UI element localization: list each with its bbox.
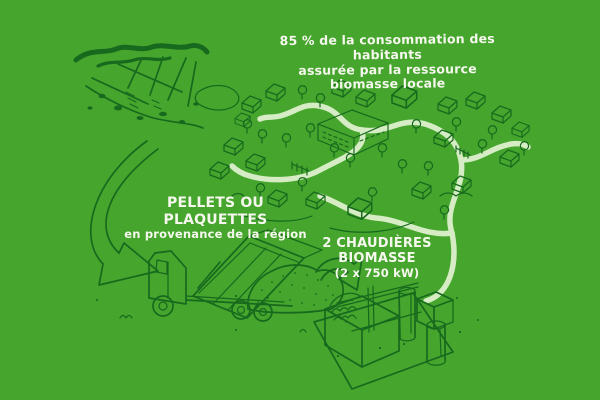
pellets-label: PELLETS OU PLAQUETTES en provenance de l… <box>118 195 313 242</box>
headline-line2: assurée par la ressource biomasse locale <box>298 60 477 92</box>
boilers-title: 2 CHAUDIÈRES BIOMASSE <box>322 236 432 267</box>
village-illustration <box>194 79 530 233</box>
truck-illustration <box>148 229 323 322</box>
transfer-arrow-icon <box>315 257 363 291</box>
ground-marks <box>96 297 479 333</box>
flow-arrow-icon <box>89 140 159 286</box>
fields-illustration <box>73 43 210 129</box>
boiler-plant-illustration <box>313 282 462 390</box>
heat-network-pipe <box>229 102 531 304</box>
pellets-subtitle: en provenance de la région <box>124 227 307 242</box>
boilers-subtitle: (2 x 750 kW) <box>334 265 420 280</box>
headline-annotation: 85 % de la consommation des habitants as… <box>270 30 506 93</box>
headline-line1: 85 % de la consommation des habitants <box>279 30 495 63</box>
wood-chips-pile <box>234 264 354 314</box>
boilers-label: 2 CHAUDIÈRES BIOMASSE (2 x 750 kW) <box>293 236 461 280</box>
pellets-title: PELLETS OU PLAQUETTES <box>163 195 268 228</box>
large-building-illustration <box>317 109 389 156</box>
